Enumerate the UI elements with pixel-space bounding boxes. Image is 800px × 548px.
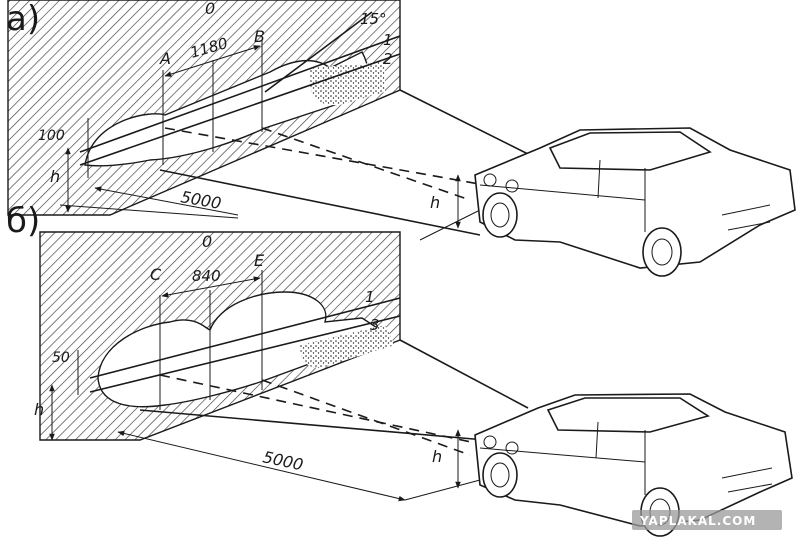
line-1-label-b: 1 — [365, 288, 375, 306]
ground-line-a — [419, 209, 481, 241]
panel-label-a: а) — [6, 0, 40, 39]
beam-dash-2-a — [261, 127, 471, 201]
light-spot-b — [97, 291, 390, 408]
spacing-arrow-b — [161, 276, 261, 298]
beam-bottom-b — [139, 409, 486, 441]
point-e-label: E — [254, 251, 265, 270]
beam-top-a — [399, 89, 531, 156]
car-height-label-a: h — [430, 193, 440, 212]
point-a-label: A — [159, 49, 171, 68]
panel-a: а) 0 A B 1180 15° 1 2 100 h 5000 h — [6, 0, 796, 277]
height-label-b: h — [34, 400, 44, 419]
offset-label-a: 100 — [38, 128, 65, 144]
ground-line-b — [404, 479, 481, 501]
car-height-label-b: h — [432, 447, 442, 466]
beam-bottom-a — [159, 169, 481, 236]
panel-b: б) 0 C E 840 1 3 50 h 5000 h — [6, 201, 793, 537]
stipple-area-b — [300, 325, 395, 368]
watermark: YAPLAKAL.COM — [632, 510, 782, 530]
floor-line-a — [59, 204, 239, 219]
cutoff-line-1-a — [79, 35, 401, 153]
distance-line-a — [94, 186, 239, 216]
offset-label-b: 50 — [52, 350, 70, 366]
angle-label-a: 15° — [360, 10, 387, 28]
car-b — [474, 393, 793, 537]
beam-top-b — [399, 339, 529, 409]
spacing-label-b: 840 — [192, 267, 221, 285]
beam-dash-2-b — [261, 379, 471, 456]
beam-dash-1-b — [159, 374, 486, 446]
spacing-arrow-a — [164, 45, 261, 77]
line-1-label-a: 1 — [383, 31, 393, 49]
distance-label-a: 5000 — [179, 187, 222, 213]
center-label-b: 0 — [202, 232, 212, 251]
point-c-label: C — [150, 265, 162, 284]
center-label-a: 0 — [205, 0, 215, 18]
beam-dash-1-a — [164, 127, 486, 186]
cutoff-line-1-b — [89, 297, 401, 379]
distance-line-b — [117, 430, 406, 502]
stipple-area-a — [309, 62, 385, 106]
line-2-label-a: 2 — [383, 50, 393, 68]
cutoff-line-3-b — [89, 315, 401, 393]
distance-label-b: 5000 — [261, 447, 305, 474]
height-label-a: h — [50, 167, 60, 186]
watermark-text: YAPLAKAL.COM — [639, 514, 756, 528]
panel-label-b: б) — [6, 201, 40, 241]
line-3-label-b: 3 — [370, 316, 380, 334]
angle-line-a — [264, 11, 373, 93]
cutoff-line-2-a — [79, 53, 401, 166]
car-a — [474, 127, 796, 277]
point-b-label: B — [254, 27, 265, 46]
